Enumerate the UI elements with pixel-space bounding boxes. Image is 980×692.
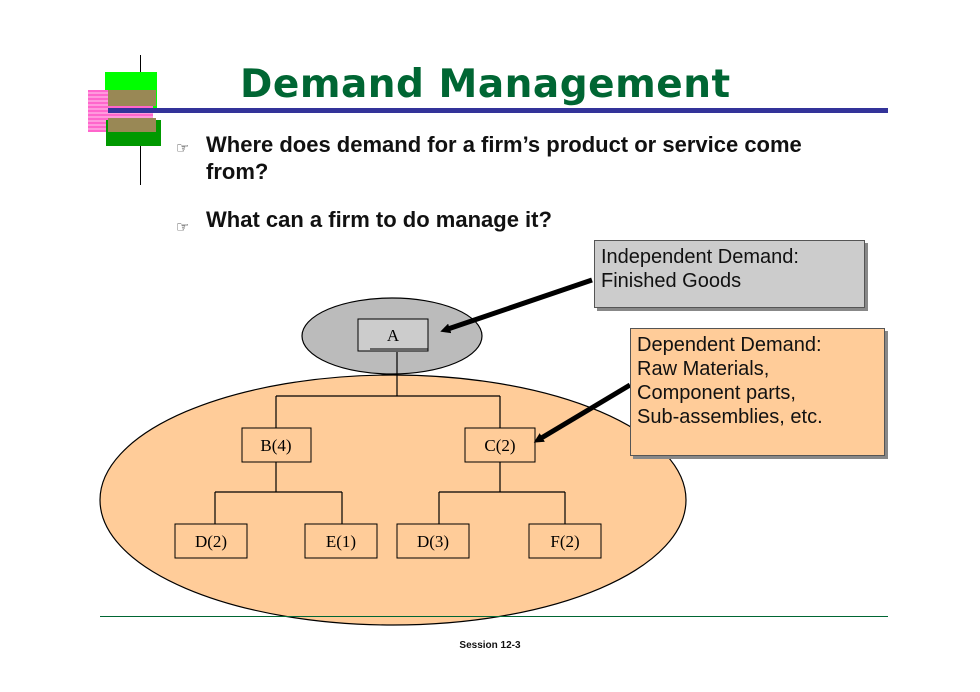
callout-dependent-line4: Sub-assemblies, etc. bbox=[637, 406, 823, 428]
node-e-label: E(1) bbox=[326, 532, 356, 551]
footer-rule bbox=[100, 616, 888, 617]
arrow-independent bbox=[440, 277, 593, 334]
node-f: F(2) bbox=[528, 523, 602, 559]
node-d2-label: D(3) bbox=[417, 532, 449, 551]
callout-independent-line2: Finished Goods bbox=[601, 270, 742, 292]
arrow-dependent bbox=[533, 382, 632, 443]
dependent-demand-ellipse bbox=[99, 374, 687, 626]
callout-independent-demand: Independent Demand: Finished Goods bbox=[594, 240, 865, 308]
node-b-label: B(4) bbox=[260, 436, 291, 455]
node-a: A bbox=[357, 318, 429, 352]
callout-dependent-line2: Raw Materials, bbox=[637, 358, 770, 380]
slide-title: Demand Management bbox=[240, 62, 731, 107]
callout-dependent-line1: Dependent Demand: bbox=[637, 334, 822, 356]
title-rule bbox=[108, 108, 888, 113]
pointing-hand-icon: ☞ bbox=[176, 218, 190, 236]
node-a-label: A bbox=[387, 326, 400, 345]
node-e: E(1) bbox=[304, 523, 378, 559]
tree-connectors bbox=[214, 352, 566, 524]
node-b: B(4) bbox=[241, 427, 312, 463]
bullet-1: Where does demand for a firm’s product o… bbox=[206, 132, 802, 184]
bullet-2: What can a firm to do manage it? bbox=[206, 207, 552, 232]
decor-olive-band bbox=[108, 90, 156, 106]
decor-olive-band-lower bbox=[108, 118, 156, 132]
node-d2: D(3) bbox=[396, 523, 470, 559]
node-d1: D(2) bbox=[174, 523, 248, 559]
session-label: Session 12-3 bbox=[459, 640, 521, 651]
node-c: C(2) bbox=[464, 427, 536, 463]
callout-dependent-line3: Component parts, bbox=[637, 382, 796, 404]
pointing-hand-icon: ☞ bbox=[176, 139, 190, 157]
node-f-label: F(2) bbox=[550, 532, 579, 551]
node-d1-label: D(2) bbox=[195, 532, 227, 551]
node-c-label: C(2) bbox=[484, 436, 515, 455]
callout-independent-line1: Independent Demand: bbox=[601, 246, 799, 268]
callout-dependent-demand: Dependent Demand: Raw Materials, Compone… bbox=[630, 328, 885, 456]
